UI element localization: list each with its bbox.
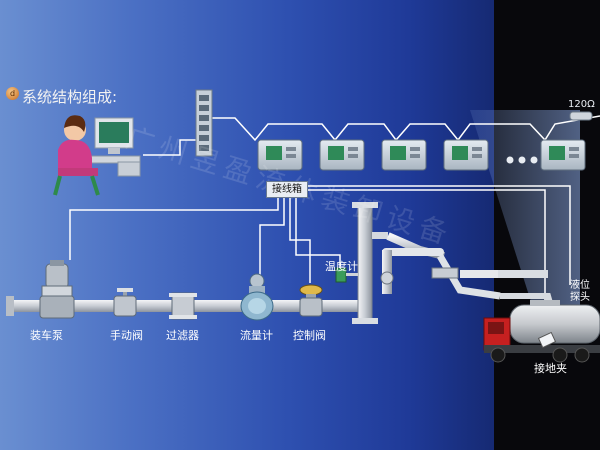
temperature-gauge-label: 温度计 [325,260,358,273]
flow-meter [240,273,274,321]
more-controllers-dots [506,156,538,164]
network-bus-wire [212,115,600,142]
manual-valve-label: 手动阀 [110,329,143,342]
junction-box: 接线箱 [266,181,308,198]
resistor-label: 120Ω [568,99,595,110]
manual-valve [113,288,137,317]
terminating-resistor [569,111,593,121]
tanker-truck [483,300,600,363]
riser-cap [352,202,378,208]
control-valve-label: 控制阀 [293,329,326,342]
operator-workstation [53,115,141,196]
page-title: 系统结构组成: [22,88,118,106]
loading-arm [372,232,555,311]
level-probe-label: 液位探头 [570,280,590,303]
flow-meter-label: 流量计 [240,329,273,342]
controller-5 [540,139,586,171]
loading-pump [39,260,75,319]
filter [169,292,197,320]
controller-3 [381,139,427,171]
heading-bullet: d [6,87,19,100]
ground-wire [300,185,571,285]
temperature-gauge [335,267,358,283]
control-valve [299,284,323,317]
level-probe-wire [300,189,546,300]
controller-4 [443,139,489,171]
ground-clamp-label: 接地夹 [534,362,567,375]
server-cabinet [195,89,213,157]
controller-1 [257,139,303,171]
riser-base [352,318,378,324]
ground-clamp [537,331,557,349]
computer-wire [143,139,196,156]
flowmeter-wire [259,196,285,275]
pump-wire [69,196,279,260]
controller-2 [319,139,365,171]
controlvalve-wire [289,196,311,283]
temp-wire [295,196,341,270]
loading-pump-label: 装车泵 [30,329,63,342]
pipe-flange-inlet [6,296,14,316]
filter-label: 过滤器 [166,329,199,342]
